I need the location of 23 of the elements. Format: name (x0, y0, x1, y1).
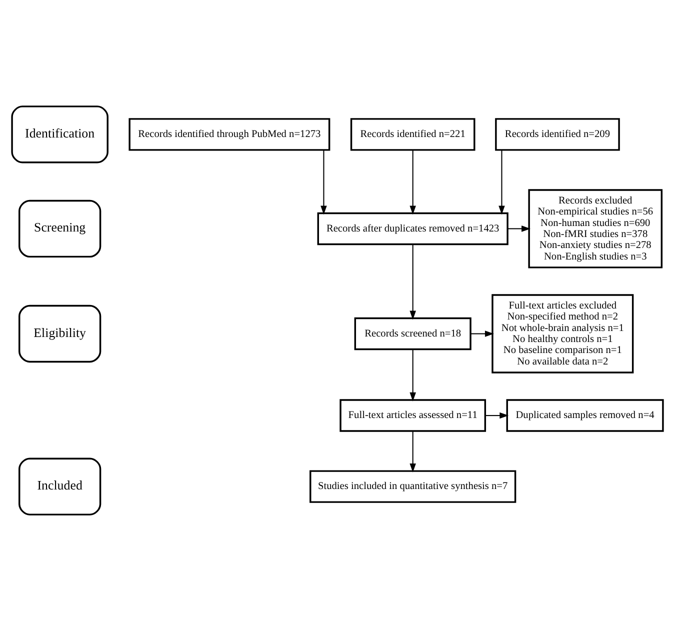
arrow (410, 350, 416, 402)
node-box: Records identified n=209 (495, 118, 620, 151)
arrow (410, 431, 416, 472)
node-box: Identification (11, 106, 108, 164)
node-box: Records after duplicates removed n=1423 (317, 212, 508, 246)
arrow (470, 330, 494, 337)
node-box: Included (18, 458, 102, 516)
arrow (485, 412, 509, 419)
arrow (410, 244, 416, 320)
node-box: Full-text articles excluded Non-specified method n=2 Not whole-brain analysis n=1 No healthy controls n=1 No baseline comparison n=1 No available data n=2 (492, 294, 634, 374)
node-box: Duplicated samples removed n=4 (506, 399, 664, 432)
arrow (498, 150, 505, 215)
node-box: Records screened n=18 (354, 317, 472, 350)
node-box: Studies included in quantitative synthesis n=7 (310, 470, 516, 503)
arrow (320, 150, 327, 215)
node-box: Screening (18, 200, 102, 258)
node-box: Records excluded Non-empirical studies n=56 Non-human studies n=690 Non-fMRI studies n=378 Non-anxiety studies n=278 Non-English studies n=3 (528, 189, 663, 268)
arrow (410, 150, 416, 215)
node-box: Records identified n=221 (350, 118, 476, 151)
arrow (508, 226, 530, 232)
node-box: Full-text articles assessed n=11 (340, 399, 486, 432)
node-box: Eligibility (18, 304, 102, 363)
node-box: Records identified through PubMed n=1273 (128, 118, 330, 151)
